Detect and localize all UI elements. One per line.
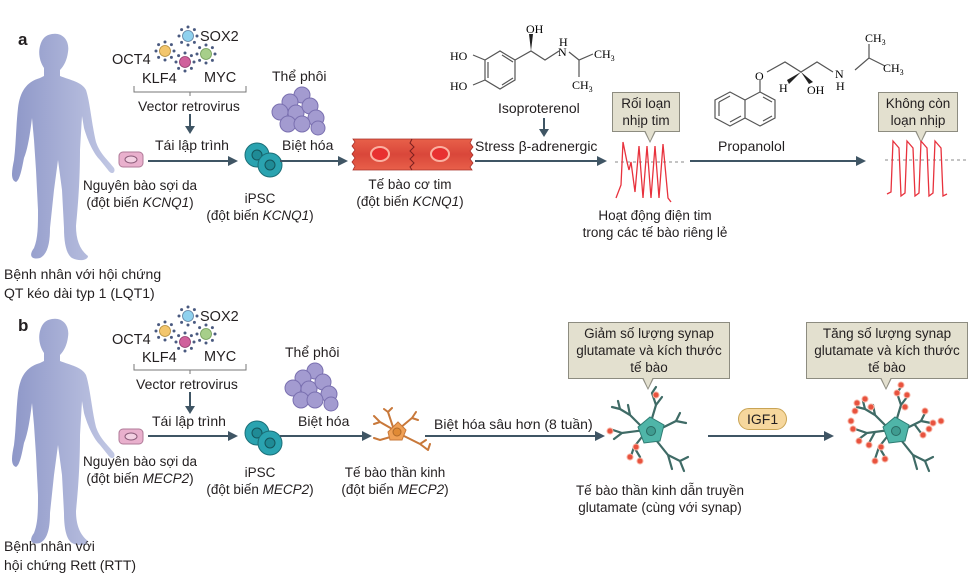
embryoid-body-icon bbox=[271, 86, 326, 136]
factor-oct4-label: OCT4 bbox=[112, 52, 151, 68]
ipsc-label: iPSC (đột biến KCNQ1) bbox=[206, 191, 314, 223]
callout-tail bbox=[916, 130, 926, 141]
fibroblast-cell-icon bbox=[118, 151, 144, 168]
prop-oh: OH bbox=[807, 83, 825, 97]
callout-tail bbox=[645, 130, 655, 141]
normal-trace bbox=[885, 139, 967, 198]
patient-silhouette-icon bbox=[12, 318, 115, 546]
factor-myc-label: MYC bbox=[204, 349, 237, 365]
patient-rett-label: Bệnh nhân với hội chứng Rett (RTT) bbox=[4, 538, 137, 573]
patient-silhouette-icon bbox=[12, 33, 115, 261]
further-differentiation-label: Biệt hóa sâu hơn (8 tuần) bbox=[434, 416, 593, 432]
cardiomyocyte-icon bbox=[351, 138, 474, 171]
factor-oct4-label: OCT4 bbox=[112, 332, 151, 348]
further-differentiation-arrow bbox=[425, 431, 605, 441]
glutamate-neuron-label: Tế bào thần kinh dẫn truyền glutamate (c… bbox=[575, 483, 745, 515]
differentiation-arrow bbox=[280, 156, 348, 166]
prop-ch3a: CH3 bbox=[865, 31, 886, 47]
factor-myc-label: MYC bbox=[204, 70, 237, 86]
callout-tail bbox=[643, 377, 653, 388]
fibroblast-label: Nguyên bào sợi da (đột biến KCNQ1) bbox=[83, 178, 197, 210]
isoproterenol-structure-icon: OH HO HO H N CH3 CH3 bbox=[450, 22, 615, 94]
embryoid-body-label: Thể phôi bbox=[285, 344, 340, 360]
isoproterenol-arrow bbox=[539, 118, 549, 137]
panel-a-label: a bbox=[18, 30, 28, 49]
igf1-arrow bbox=[708, 431, 834, 441]
factor-sox2-label: SOX2 bbox=[200, 29, 239, 45]
iso-n: N bbox=[558, 45, 567, 59]
glutamate-neuron-treated-icon bbox=[847, 381, 945, 473]
reprogramming-arrow bbox=[148, 431, 238, 441]
prop-h: H bbox=[779, 81, 788, 95]
fibroblast-cell-icon bbox=[118, 428, 144, 445]
vector-retrovirus-label: Vector retrovirus bbox=[136, 376, 238, 392]
propranolol-structure-icon: O H OH N H CH3 CH3 bbox=[714, 31, 904, 127]
iso-ho2: HO bbox=[450, 79, 468, 93]
decrease-synapse-callout: Giảm số lượng synap glutamate và kích th… bbox=[568, 322, 730, 390]
transcription-factors-icon bbox=[154, 305, 217, 353]
fibroblast-label: Nguyên bào sợi da (đột biến MECP2) bbox=[83, 454, 197, 486]
differentiation-label: Biệt hóa bbox=[298, 413, 350, 429]
embryoid-body-label: Thể phôi bbox=[272, 68, 327, 84]
prop-ch3b: CH3 bbox=[883, 61, 904, 77]
iso-ch3a: CH3 bbox=[594, 47, 615, 63]
electrical-activity-label: Hoạt động điện tim trong các tế bào riên… bbox=[582, 208, 728, 240]
differentiation-arrow bbox=[280, 431, 372, 441]
embryoid-body-icon bbox=[284, 362, 339, 412]
vector-retrovirus-label: Vector retrovirus bbox=[138, 98, 240, 114]
isoproterenol-label: Isoproterenol bbox=[498, 100, 580, 116]
igf1-badge: IGF1 bbox=[738, 408, 788, 430]
prop-o: O bbox=[755, 69, 764, 83]
iso-h: H bbox=[559, 35, 568, 49]
reprogramming-label: Tái lập trình bbox=[152, 413, 226, 429]
factor-sox2-label: SOX2 bbox=[200, 309, 239, 325]
no-arrhythmia-callout: Không còn loạn nhịp bbox=[878, 92, 958, 143]
factor-klf4-label: KLF4 bbox=[142, 71, 177, 87]
prop-n: N bbox=[835, 67, 844, 81]
differentiation-label: Biệt hóa bbox=[282, 137, 334, 153]
iso-ho1: HO bbox=[450, 49, 468, 63]
propranolol-arrow bbox=[690, 156, 866, 166]
factor-klf4-label: KLF4 bbox=[142, 350, 177, 366]
propranolol-label: Propanolol bbox=[718, 138, 785, 154]
transcription-factors-icon bbox=[154, 25, 217, 73]
ipsc-cell-icon bbox=[244, 420, 283, 456]
neuron-icon bbox=[373, 407, 431, 451]
stress-label: Stress β-adrenergic bbox=[475, 138, 598, 154]
vector-bracket bbox=[133, 86, 247, 134]
arrhythmia-callout: Rối loạn nhịp tim bbox=[612, 92, 680, 143]
reprogramming-label: Tái lập trình bbox=[155, 137, 229, 153]
patient-lqt1-label: Bệnh nhân với hội chứng QT kéo dài typ 1… bbox=[4, 266, 162, 301]
glutamate-neuron-icon bbox=[606, 385, 690, 473]
prop-nh: H bbox=[836, 79, 845, 93]
callout-tail bbox=[881, 377, 891, 388]
stress-arrow bbox=[475, 156, 607, 166]
reprogramming-arrow bbox=[148, 156, 238, 166]
iso-ch3b: CH3 bbox=[572, 78, 593, 94]
panel-b-label: b bbox=[18, 316, 29, 335]
ipsc-label: iPSC (đột biến MECP2) bbox=[206, 465, 314, 497]
ipsc-cell-icon bbox=[244, 142, 283, 178]
iso-oh: OH bbox=[526, 22, 544, 36]
increase-synapse-callout: Tăng số lượng synap glutamate và kích th… bbox=[806, 322, 968, 390]
arrhythmia-trace bbox=[615, 141, 685, 203]
vector-bracket bbox=[133, 364, 247, 414]
neuron-label: Tế bào thần kinh (đột biến MECP2) bbox=[341, 465, 449, 497]
cardiomyocyte-label: Tế bào cơ tim (đột biến KCNQ1) bbox=[356, 177, 464, 209]
